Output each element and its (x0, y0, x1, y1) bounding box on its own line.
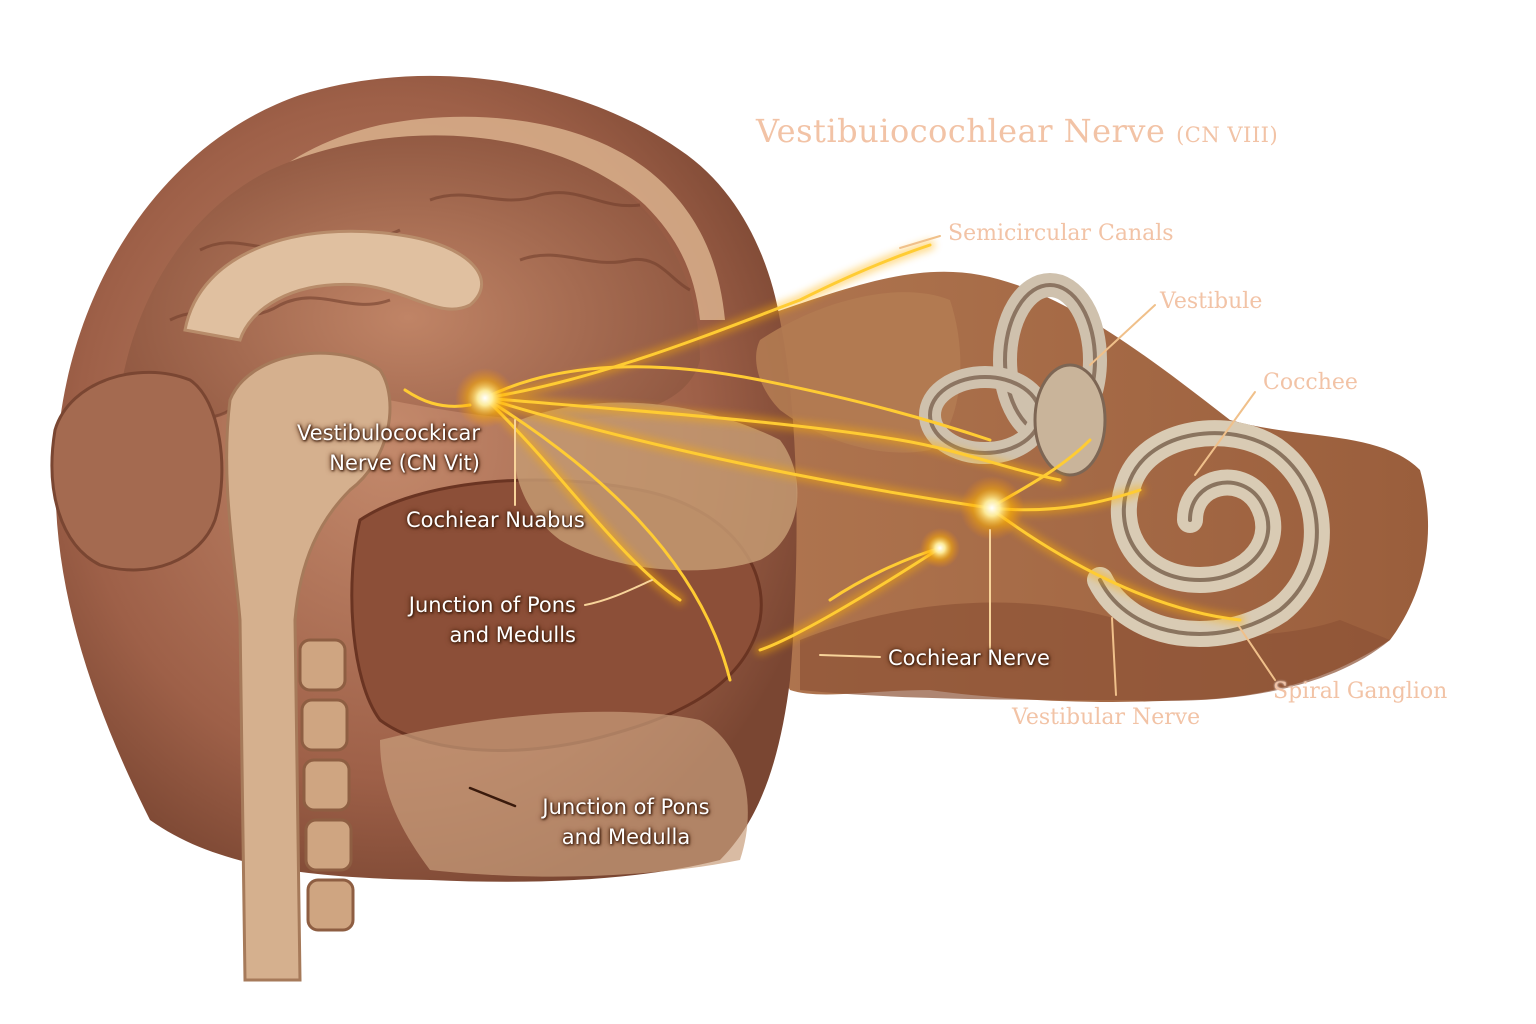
glow-node-inner-ear (960, 476, 1024, 540)
cochlear-nucleus-region (514, 402, 798, 571)
diagram-title: Vestibuiocochlear Nerve (CN VIII) (756, 112, 1278, 150)
cerebellum (50, 370, 224, 572)
label-cochlear-nerve: Cochiear Nerve (888, 646, 1050, 670)
leader-semicircular (899, 235, 941, 249)
nerve-fibers (403, 240, 1245, 682)
label-vestibular-nerve: Vestibular Nerve (1012, 705, 1201, 730)
fiber-3 (483, 396, 1142, 512)
label-junction-upper-line2: and Medulls (449, 623, 576, 647)
label-cochlea: Cocchee (1263, 370, 1358, 395)
label-junction-lower-line1: Junction of Pons (542, 795, 710, 819)
label-semicircular-canals: Semicircular Canals (948, 221, 1174, 246)
fiber-7 (483, 365, 992, 442)
leader-cochlea (1194, 391, 1256, 476)
cochlea-spiral (1087, 420, 1330, 647)
fiber-5 (988, 506, 1242, 622)
label-vestibule: Vestibule (1160, 289, 1263, 314)
label-junction-lower: Junction of Pons and Medulla (510, 792, 742, 852)
leader-junction-lower (468, 786, 517, 808)
leader-junction-upper (584, 579, 653, 606)
label-vestibulocochlear-nerve: Vestibulocockicar Nerve (CN Vit) (240, 418, 480, 478)
corpus-callosum (183, 229, 483, 342)
label-junction-upper: Junction of Pons and Medulls (340, 590, 576, 650)
glow-node-brainstem (455, 368, 515, 428)
leader-vestibular-nerve (1111, 617, 1117, 696)
glow-node-cochlear (920, 528, 960, 568)
leader-lines (468, 235, 1276, 808)
spinal-vertebrae (298, 638, 355, 932)
leader-cochlear-nerve (819, 654, 881, 658)
fiber-8 (483, 396, 732, 682)
leader-spiral-ganglion (1237, 624, 1276, 681)
title-main: Vestibuiocochlear Nerve (756, 112, 1166, 150)
leader-vestibule (1089, 304, 1156, 366)
brainstem (225, 351, 392, 982)
fiber-6 (758, 546, 942, 652)
lower-tissue (380, 711, 748, 877)
vestibule-body (1033, 363, 1107, 477)
title-sub: (CN VIII) (1176, 123, 1279, 147)
label-cochlear-nucleus: Cochiear Nuabus (406, 508, 585, 532)
label-spiral-ganglion: Spiral Ganglion (1273, 679, 1448, 704)
fiber-4 (483, 396, 682, 602)
temporal-honeycomb (756, 292, 961, 453)
label-junction-upper-line1: Junction of Pons (408, 593, 576, 617)
label-nerve-line1: Vestibulocockicar (297, 421, 480, 445)
fiber-1 (483, 243, 932, 400)
label-junction-lower-line2: and Medulla (561, 825, 691, 849)
label-nerve-line2: Nerve (CN Vit) (329, 451, 480, 475)
fiber-2 (483, 396, 1062, 482)
ear-lower-shelf (800, 602, 1390, 701)
